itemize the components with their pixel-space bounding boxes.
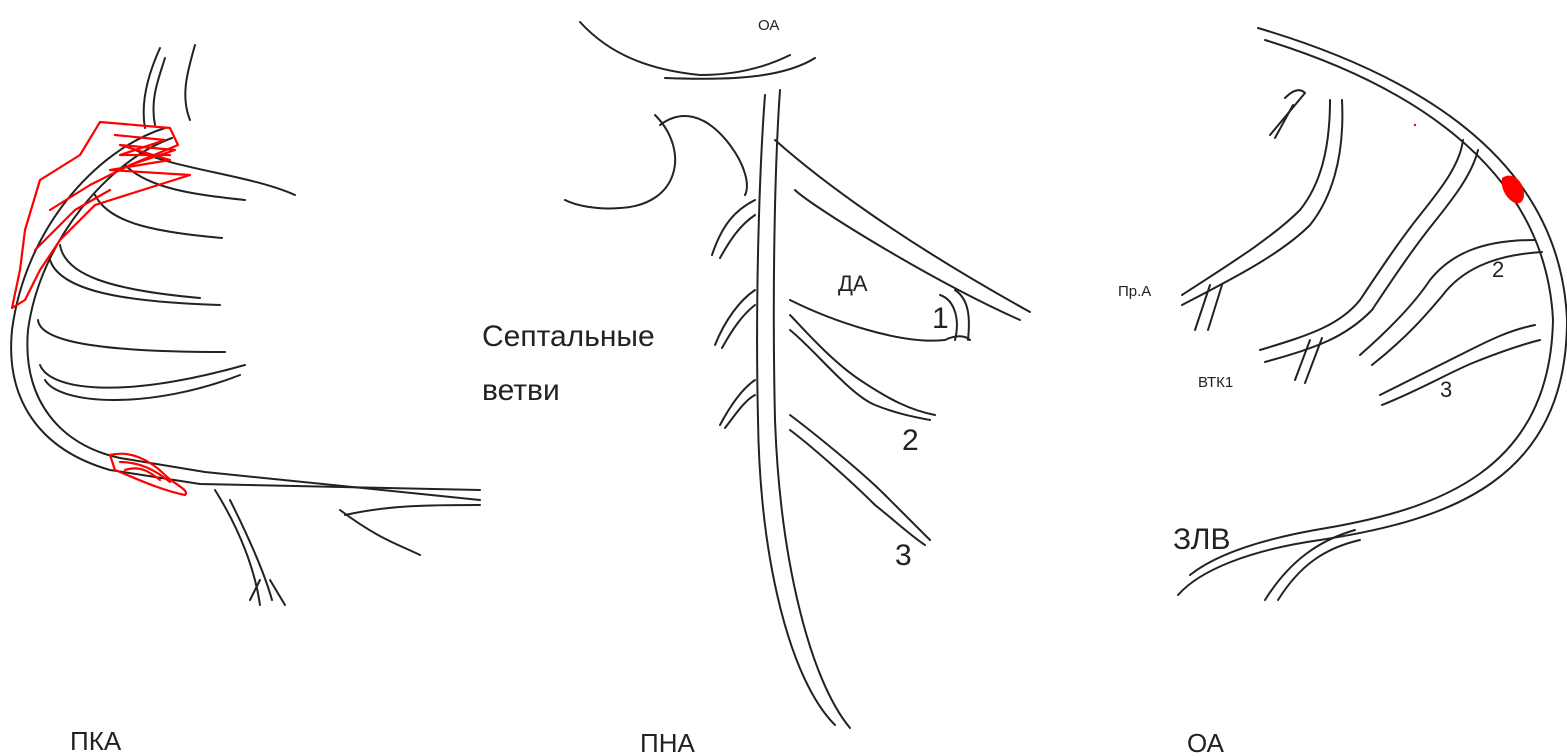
- lad-diagonal-outer: [775, 140, 1030, 312]
- lcx-title: ОА: [1187, 728, 1225, 756]
- lcx-panel: Пр.А ВТК1 2 3 ЗЛВ ОА: [1118, 28, 1567, 756]
- rca-distal-branch-right-b: [345, 505, 480, 515]
- rca-lesions: [12, 122, 190, 495]
- lad-septal-1: [712, 200, 755, 255]
- rca-title: ПКА: [70, 726, 122, 756]
- lcx-small-hook-b: [1275, 105, 1293, 138]
- lad-title: ПНА: [640, 728, 695, 756]
- lcx-branch3-a: [1380, 325, 1535, 395]
- lad-trunk-right: [774, 90, 850, 728]
- lad-label-septal-line2: ветви: [482, 374, 560, 407]
- rca-distal-branch-right-a: [340, 510, 420, 555]
- lad-label-branch1: 1: [932, 302, 949, 335]
- lcx-lesion-dot: [1414, 124, 1416, 126]
- lcx-label-atrial: Пр.А: [1118, 283, 1151, 300]
- rca-mid-lesion: [110, 454, 186, 495]
- lad-septal-2: [715, 290, 755, 345]
- rca-distal-fork-b: [270, 580, 285, 605]
- lcx-branch3-b: [1382, 340, 1540, 405]
- rca-distal-branch-down-b: [230, 500, 272, 600]
- lad-panel: ОА ДА Септальные ветви 1 2 3 ПНА: [482, 17, 1030, 756]
- lad-label-branch3: 3: [895, 539, 912, 572]
- rca-main-trunk-outer: [11, 128, 480, 490]
- lad-left-main-lower: [665, 58, 815, 79]
- lcx-label-plv: ЗЛВ: [1173, 523, 1230, 556]
- lad-label-septal-line1: Септальные: [482, 320, 655, 353]
- lad-septal-2-b: [722, 305, 755, 348]
- lcx-label-branch2: 2: [1492, 257, 1504, 282]
- lad-label-branch2: 2: [902, 424, 919, 457]
- lcx-small-hook: [1270, 90, 1305, 135]
- lcx-lesions: [1414, 124, 1524, 204]
- lcx-plv-b: [1278, 540, 1360, 600]
- lad-vessel-tree: [565, 22, 1030, 728]
- lad-septal-3: [720, 380, 755, 425]
- lad-hook-inner: [660, 116, 747, 195]
- lcx-vessel-tree: [1178, 28, 1567, 600]
- lcx-atrial-fork-b: [1208, 285, 1222, 330]
- lad-diagonal-2-a: [790, 315, 935, 415]
- lad-hook-outer: [565, 115, 675, 208]
- rca-main-trunk-inner: [27, 138, 480, 500]
- rca-branch-2: [95, 195, 222, 238]
- lad-label-diagonal: ДА: [838, 271, 868, 296]
- rca-ostium-right: [153, 58, 165, 125]
- lcx-label-om1: ВТК1: [1198, 374, 1233, 391]
- rca-vessel-tree: [11, 45, 480, 605]
- rca-panel: ПКА: [11, 45, 480, 756]
- rca-branch-5-lower: [45, 375, 240, 400]
- rca-ostium-left: [144, 48, 160, 128]
- lcx-lesion: [1502, 176, 1524, 204]
- lad-diagonal-inner: [795, 190, 1020, 320]
- lcx-main-arc-outer: [1178, 28, 1567, 595]
- lad-trunk-left: [757, 95, 835, 725]
- lcx-plv-a: [1265, 530, 1355, 600]
- rca-branch-3: [60, 245, 200, 298]
- rca-branch-1: [125, 165, 245, 200]
- lad-septal-3-b: [725, 395, 755, 428]
- lcx-atrial-fork-a: [1195, 285, 1210, 330]
- lcx-branch2-b: [1372, 252, 1542, 365]
- rca-conus-branch: [185, 45, 195, 120]
- lcx-atrial-branch-b: [1182, 100, 1342, 305]
- lad-label-top: ОА: [758, 17, 779, 34]
- rca-branch-4: [38, 320, 225, 352]
- lcx-label-branch3: 3: [1440, 377, 1452, 402]
- lad-septal-1-b: [720, 215, 755, 258]
- lcx-main-arc-inner: [1190, 40, 1553, 575]
